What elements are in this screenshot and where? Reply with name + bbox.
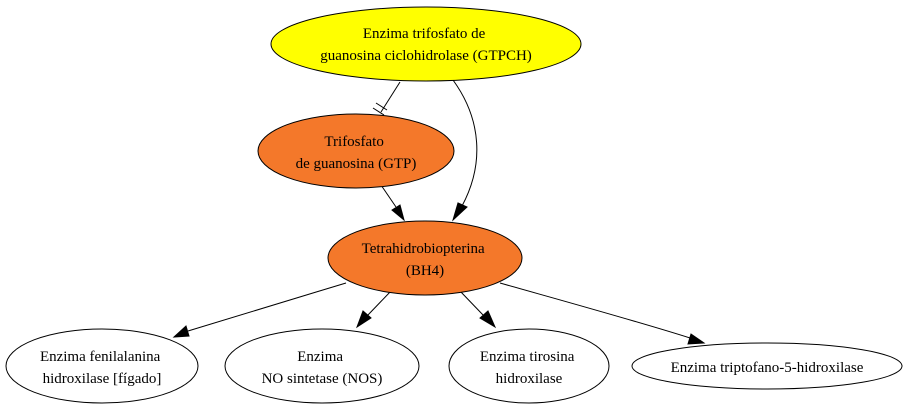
node-gtp-shape: [257, 113, 455, 189]
edge-gtpch-to-gtp-bar-1: [375, 102, 388, 111]
node-fenilalanina-shape: [5, 328, 199, 404]
edge-bh4-to-fenilalanina-arrowhead: [172, 325, 190, 338]
node-gtp-line-1: Trifosfato: [324, 134, 383, 150]
node-bh4-line-2: (BH4): [406, 263, 444, 279]
node-nos-shape: [224, 328, 420, 404]
node-tirosina-line-2: hidroxilase: [496, 371, 563, 387]
node-bh4-shape: [327, 220, 523, 296]
node-fenilalanina-line-1: Enzima fenilalanina: [40, 349, 161, 365]
edge-bh4-to-nos-arrowhead: [356, 310, 372, 329]
svg-text:Enzima triptofano-5-hidroxilas: Enzima triptofano-5-hidroxilase: [671, 360, 864, 376]
node-nos-line-2: NO sintetase (NOS): [262, 371, 383, 387]
node-triptofano-shape: [631, 342, 903, 390]
edge-bh4-to-tirosina-arrowhead: [479, 310, 497, 329]
node-tirosina-line-1: Enzima tirosina: [480, 349, 575, 365]
svg-text:Enzima trifosfato de gua: Enzima trifosfato de guanosina ciclohidr…: [320, 26, 532, 64]
edge-bh4-to-nos: [366, 290, 392, 317]
edge-gtpch-to-gtp: [380, 81, 401, 113]
edge-bh4-to-triptofano: [499, 282, 691, 339]
node-gtpch: Enzima trifosfato de guanosina ciclohidr…: [270, 6, 582, 82]
edge-bh4-to-tirosina: [459, 290, 485, 317]
edge-gtp-to-bh4-arrowhead: [391, 204, 405, 222]
edge-gtpch-to-bh4: [452, 79, 478, 207]
edge-bh4-to-fenilalanina: [187, 282, 347, 332]
edge-gtpch-to-bh4-arrowhead: [452, 202, 468, 222]
node-gtpch-line-2: guanosina ciclohidrolase (GTPCH): [320, 48, 532, 64]
svg-text:Enzima NO sintetase (NOS: Enzima NO sintetase (NOS): [262, 349, 383, 387]
svg-text:Enzima tirosina hidroxil: Enzima tirosina hidroxilase: [480, 349, 578, 387]
node-bh4-line-1: Tetrahidrobiopterina: [362, 241, 485, 257]
node-bh4: Tetrahidrobiopterina (BH4): [327, 220, 523, 296]
edges: [172, 79, 706, 345]
edge-bh4-to-triptofano-arrowhead: [687, 333, 706, 345]
edge-gtp-to-bh4: [380, 184, 397, 208]
node-triptofano-line-1: Enzima triptofano-5-hidroxilase: [671, 360, 864, 376]
svg-text:Tetrahidrobiopterina (BH: Tetrahidrobiopterina (BH4): [362, 241, 489, 279]
node-tirosina-shape: [448, 328, 610, 404]
node-fenilalanina: Enzima fenilalanina hidroxilase [fígado]: [5, 328, 199, 404]
node-gtp: Trifosfato de guanosina (GTP): [257, 113, 455, 189]
svg-text:Enzima fenilalanina hidr: Enzima fenilalanina hidroxilase [fígado]: [40, 349, 164, 387]
node-triptofano: Enzima triptofano-5-hidroxilase: [631, 342, 903, 390]
svg-text:Trifosfato de guanosina: Trifosfato de guanosina (GTP): [296, 134, 417, 172]
node-gtpch-line-1: Enzima trifosfato de: [363, 26, 486, 42]
node-nos: Enzima NO sintetase (NOS): [224, 328, 420, 404]
edge-gtpch-to-gtp-bar-2: [372, 107, 385, 116]
node-gtp-line-2: de guanosina (GTP): [296, 156, 417, 172]
node-fenilalanina-line-2: hidroxilase [fígado]: [43, 371, 162, 387]
node-tirosina: Enzima tirosina hidroxilase: [448, 328, 610, 404]
node-nos-line-1: Enzima: [297, 349, 343, 365]
node-gtpch-shape: [270, 6, 582, 82]
